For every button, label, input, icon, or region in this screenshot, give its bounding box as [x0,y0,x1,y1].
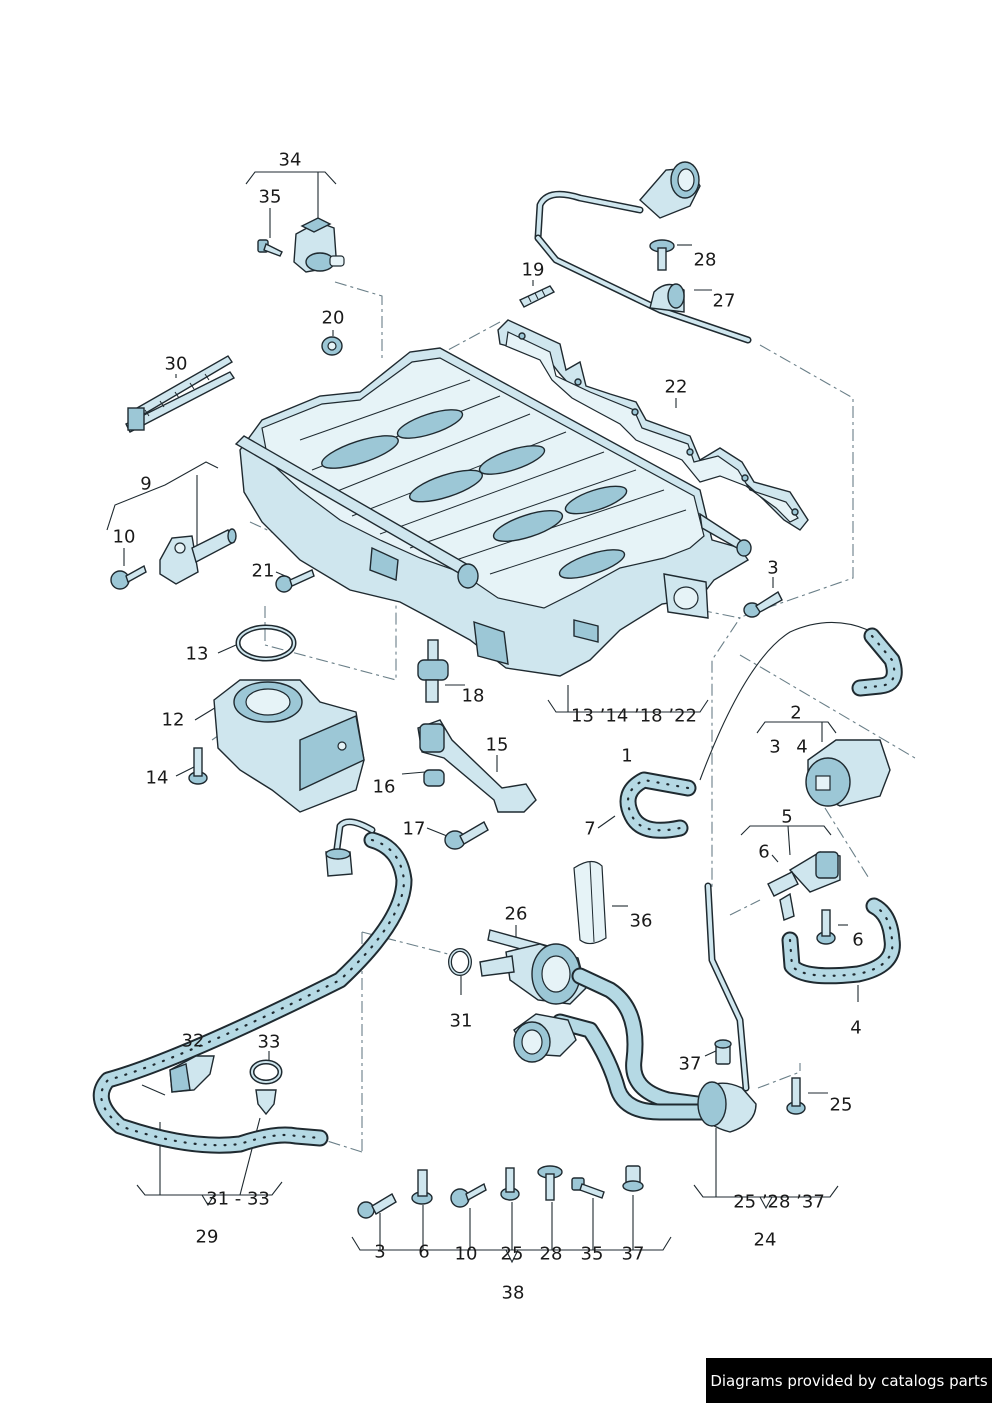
callout-34: 34 [278,149,302,171]
clamp-31 [448,948,472,976]
screw-3 [743,590,783,618]
callout-bottom-37: 37 [621,1243,645,1265]
screw-6 [816,909,836,945]
hose-29 [92,818,413,1154]
solenoid-valve-5 [767,851,841,921]
bolt-18 [417,639,449,703]
credit-banner: Diagrams provided by catalogs parts [706,1358,992,1403]
callout-1: 1 [621,745,633,767]
callout-36: 36 [629,910,653,932]
callout-13: 13 [185,643,209,665]
hw-3 [357,1193,397,1219]
hw-28 [537,1165,563,1201]
o-ring-13 [235,624,297,662]
callout-group-25-28-37: 25 ’28 ’37 [733,1191,825,1213]
stud-19 [519,285,556,308]
callout-9: 9 [140,473,152,495]
gasket-22 [497,319,809,531]
callout-20: 20 [321,307,345,329]
screw-28 [649,239,675,271]
callout-3: 3 [767,557,779,579]
clip-33 [249,1059,283,1116]
screw-35 [257,239,283,257]
hw-35 [571,1177,605,1199]
map-sensor-34 [293,217,345,273]
screw-25 [786,1077,806,1115]
callout-group-31-33: 31 - 33 [206,1188,270,1210]
callout-25: 25 [829,1094,853,1116]
callout-22: 22 [664,376,688,398]
callout-bottom-28: 28 [539,1243,563,1265]
hw-6 [411,1169,433,1205]
bolt-37 [714,1039,732,1065]
valve-2 [805,739,891,807]
intake-manifold [234,347,752,677]
hose-4 [781,897,901,985]
callout-bottom-10: 10 [454,1243,478,1265]
callout-bottom-3: 3 [374,1241,386,1263]
clip-32 [169,1055,215,1093]
callout-26: 26 [504,903,528,925]
callout-4-hose: 4 [850,1017,862,1039]
callout-28: 28 [693,249,717,271]
hw-25 [500,1167,520,1201]
callout-31: 31 [449,1010,473,1032]
callout-17: 17 [402,818,426,840]
callout-35: 35 [258,186,282,208]
callout-30: 30 [164,353,188,375]
valve-26 [479,929,587,1005]
callout-4-valve: 4 [796,736,808,758]
callout-2: 2 [790,702,802,724]
callout-6-screw: 6 [852,929,864,951]
assembly-lines [211,281,916,1153]
callout-5: 5 [781,806,793,828]
hose-top-right [851,627,903,697]
callout-19: 19 [521,259,545,281]
callout-3-valve: 3 [769,736,781,758]
callout-16: 16 [372,776,396,798]
sensor-9 [159,528,237,585]
callout-group-13-14-18-22: 13 ’14 ’18 ’22 [571,705,697,727]
screw-14 [188,747,208,785]
callout-29: 29 [195,1226,219,1248]
nut-20 [321,336,343,356]
mount-16 [423,769,445,787]
callout-27: 27 [712,290,736,312]
callout-32: 32 [181,1030,205,1052]
callout-bottom-35: 35 [580,1243,604,1265]
screw-10 [110,564,147,590]
callout-6: 6 [758,841,770,863]
callout-24: 24 [753,1229,777,1251]
callout-bottom-6: 6 [418,1241,430,1263]
hose-7 [619,771,697,839]
vent-hose-27 [534,161,752,344]
throttle-body-12 [213,679,365,813]
clip-strip-30 [125,355,236,433]
callout-18: 18 [461,685,485,707]
callout-15: 15 [485,734,509,756]
callout-10: 10 [112,526,136,548]
callout-7: 7 [584,818,596,840]
callout-14: 14 [145,767,169,789]
screw-21 [275,569,315,593]
callout-33: 33 [257,1031,281,1053]
callout-bottom-25: 25 [500,1243,524,1265]
hw-10 [450,1182,487,1208]
bracket-15 [417,719,537,813]
hose-24 [513,882,757,1133]
screw-17 [444,821,489,850]
callout-21: 21 [251,560,275,582]
callout-12: 12 [161,709,185,731]
callout-37: 37 [678,1053,702,1075]
callout-38: 38 [501,1282,525,1304]
sleeve-36 [573,860,607,945]
bottom-hardware-38 [357,1165,644,1219]
hw-37 [622,1165,644,1192]
